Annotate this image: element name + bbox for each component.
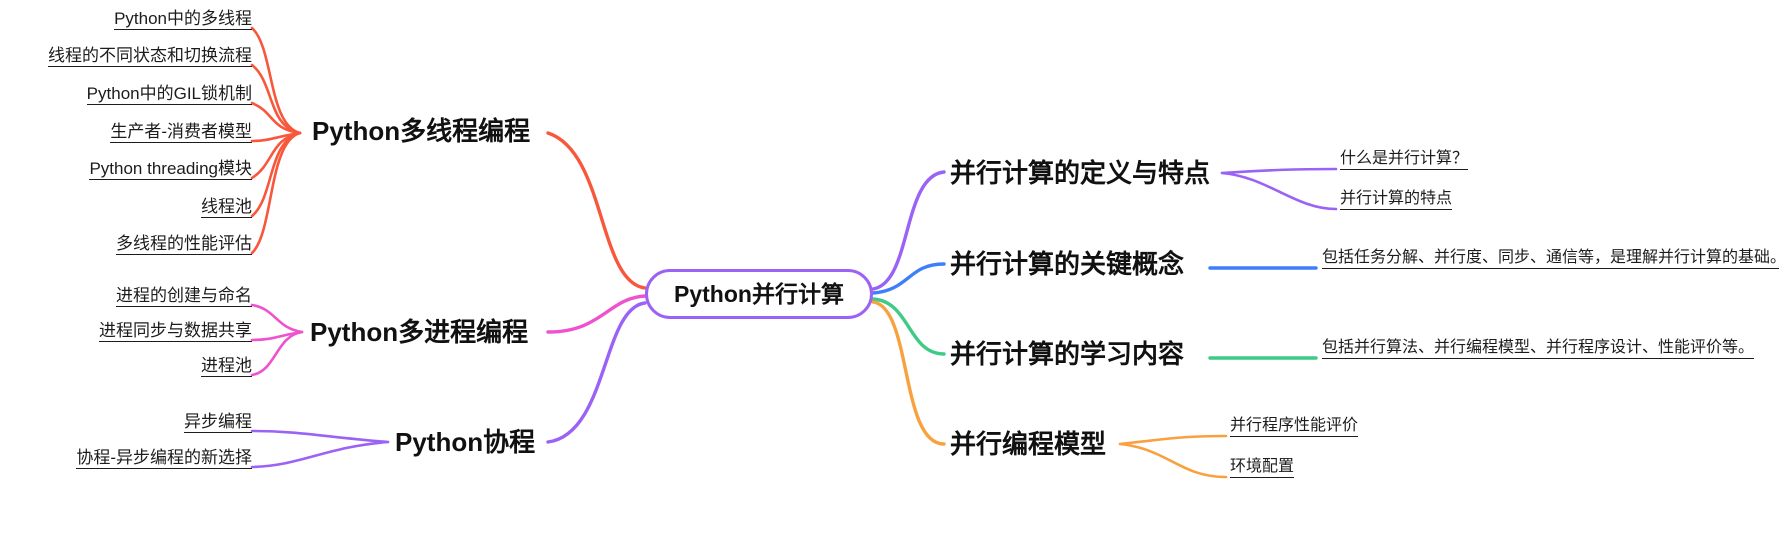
leaf-definition-1[interactable]: 并行计算的特点 (1340, 191, 1453, 210)
leaf-multiprocessing-2[interactable]: 进程池 (201, 356, 252, 377)
connector-central-definition (871, 170, 946, 291)
topic-multithreading[interactable]: Python多线程编程 (312, 116, 531, 146)
connector-central-key-concepts (871, 262, 946, 295)
leaf-learning-0[interactable]: 包括并行算法、并行编程模型、并行程序设计、性能评价等。 (1322, 340, 1755, 359)
leaf-key-concepts-0[interactable]: 包括任务分解、并行度、同步、通信等，是理解并行计算的基础。 (1322, 250, 1779, 269)
topic-multiprocessing[interactable]: Python多进程编程 (310, 317, 529, 347)
leaf-models-0[interactable]: 并行程序性能评价 (1230, 418, 1359, 437)
leaf-multithreading-5[interactable]: 线程池 (201, 197, 252, 218)
leaf-multithreading-0[interactable]: Python中的多线程 (114, 9, 252, 30)
leaf-multithreading-2[interactable]: Python中的GIL锁机制 (86, 84, 252, 105)
connector-central-multiprocessing (546, 294, 647, 334)
topic-key-concepts[interactable]: 并行计算的关键概念 (950, 249, 1185, 279)
leaf-multithreading-3[interactable]: 生产者-消费者模型 (110, 122, 252, 143)
leaf-multiprocessing-1[interactable]: 进程同步与数据共享 (99, 321, 252, 342)
topic-coroutine[interactable]: Python协程 (395, 427, 536, 457)
connector-models-leaf-1 (1118, 442, 1228, 479)
topic-learning[interactable]: 并行计算的学习内容 (950, 339, 1185, 369)
connector-central-coroutine (546, 301, 647, 444)
connector-definition-leaf-1 (1220, 171, 1338, 211)
leaf-multithreading-4[interactable]: Python threading模块 (89, 159, 252, 180)
leaf-definition-0[interactable]: 什么是并行计算？ (1340, 151, 1469, 170)
connector-central-models (871, 300, 946, 446)
connector-models-leaf-0 (1118, 434, 1228, 446)
leaf-coroutine-1[interactable]: 协程-异步编程的新选择 (76, 448, 252, 469)
leaf-coroutine-0[interactable]: 异步编程 (184, 412, 252, 433)
leaf-models-1[interactable]: 环境配置 (1230, 459, 1295, 478)
topic-definition[interactable]: 并行计算的定义与特点 (950, 158, 1211, 188)
connector-multithreading-leaf-2 (250, 101, 302, 135)
leaf-multithreading-6[interactable]: 多线程的性能评估 (116, 234, 252, 255)
connector-multithreading-leaf-6 (250, 131, 302, 255)
central-topic[interactable]: Python并行计算 (645, 269, 873, 319)
connector-coroutine-leaf-0 (250, 429, 390, 444)
connector-multiprocessing-leaf-0 (250, 303, 304, 334)
connector-multiprocessing-leaf-2 (250, 330, 304, 377)
connector-multithreading-leaf-1 (250, 63, 302, 135)
connector-central-multithreading (546, 131, 647, 290)
connector-definition-leaf-0 (1220, 167, 1338, 175)
topic-models[interactable]: 并行编程模型 (950, 429, 1107, 459)
leaf-multithreading-1[interactable]: 线程的不同状态和切换流程 (48, 46, 252, 67)
connector-multithreading-leaf-0 (250, 26, 302, 135)
leaf-multiprocessing-0[interactable]: 进程的创建与命名 (116, 286, 252, 307)
connector-coroutine-leaf-1 (250, 440, 390, 469)
connector-central-learning (871, 297, 946, 356)
